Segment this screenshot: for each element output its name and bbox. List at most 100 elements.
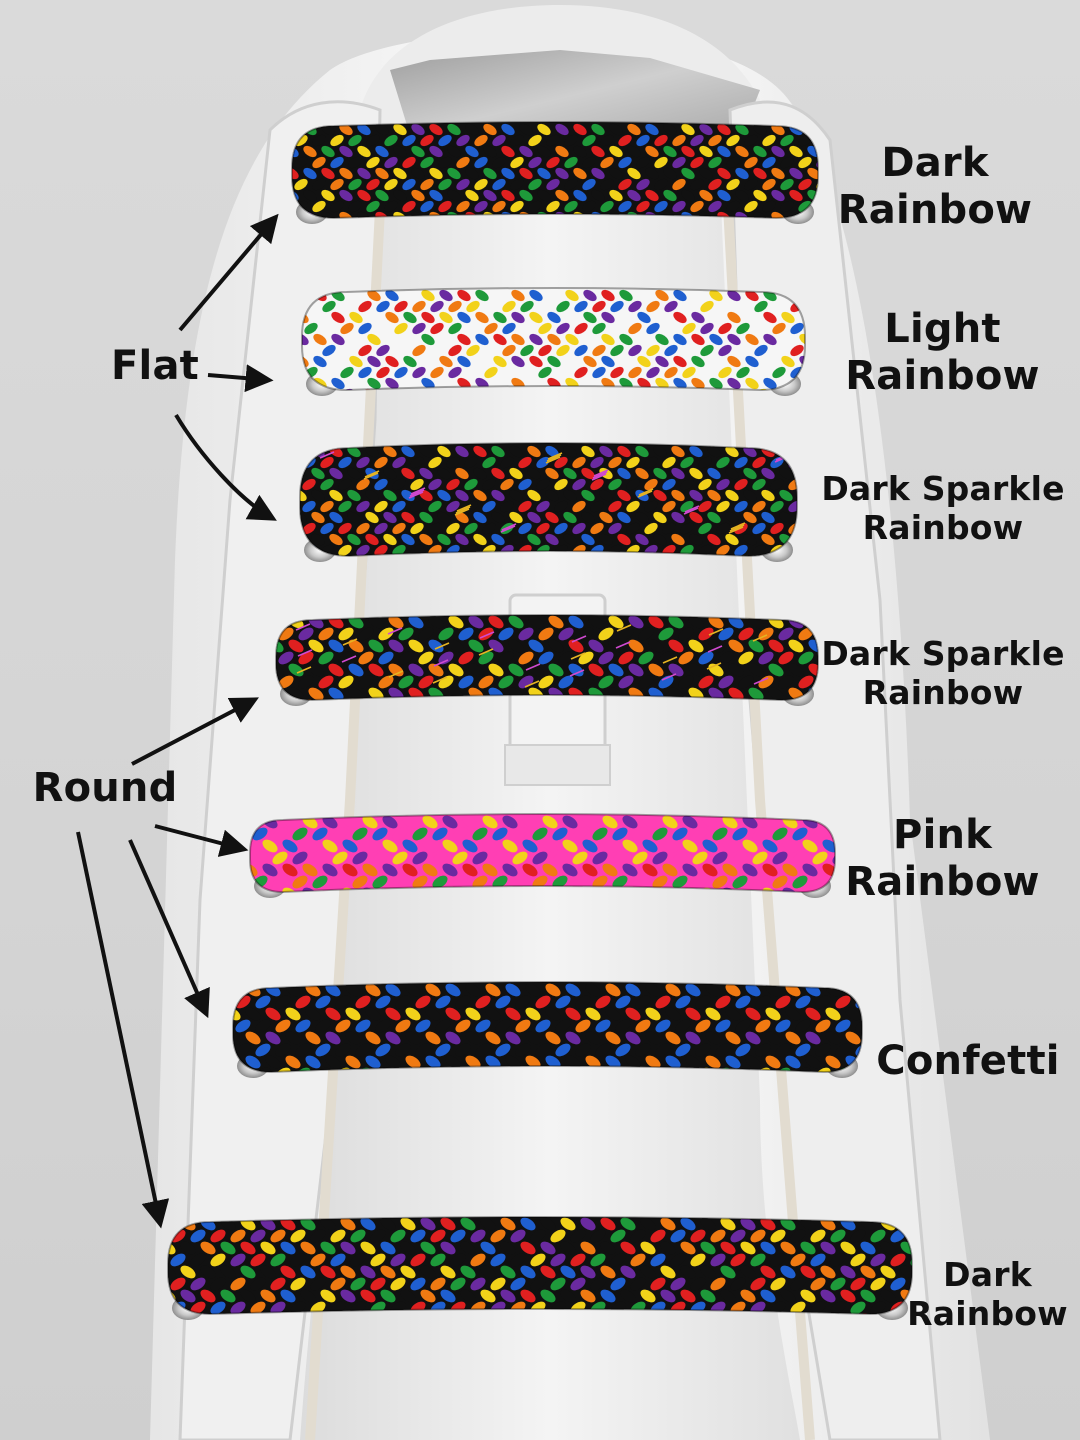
lace-6-weave-cell bbox=[415, 995, 431, 1009]
lace-6-weave-cell bbox=[255, 1019, 271, 1033]
lace-2-weave-cell bbox=[673, 333, 687, 346]
lace-2-weave-cell bbox=[691, 333, 705, 346]
lace-2-weave-cell bbox=[340, 344, 354, 357]
lace-5-weave-cell bbox=[552, 851, 568, 865]
lace-7-weave-cell bbox=[890, 1277, 906, 1291]
lace-7-weave-cell bbox=[430, 1229, 446, 1243]
lace-1-weave-cell bbox=[573, 189, 587, 202]
lace-1-weave-cell bbox=[645, 123, 659, 136]
lace-2-weave-cell bbox=[637, 311, 651, 324]
lace-2-weave-cell bbox=[619, 289, 633, 302]
lace-4-weave-cell bbox=[538, 627, 554, 641]
lace-1-weave-cell bbox=[564, 178, 578, 191]
lace-6-weave-cell bbox=[815, 1019, 831, 1033]
lace-6-weave-cell bbox=[505, 1055, 521, 1069]
lace-6-weave-cell bbox=[675, 1019, 691, 1033]
lace-4-weave-cell bbox=[358, 651, 374, 665]
lace-2-weave-cell bbox=[484, 322, 498, 335]
lace-2-weave-cell bbox=[673, 377, 687, 390]
lace-3-weave-cell bbox=[617, 445, 631, 458]
lace-3-weave-cell bbox=[338, 522, 352, 535]
lace-7-weave-cell bbox=[620, 1289, 636, 1303]
lace-4-sparkle-thread bbox=[752, 634, 768, 642]
lace-3-weave-cell bbox=[437, 489, 451, 502]
lace-1-weave-cell bbox=[555, 123, 569, 136]
lace-1-weave-cell bbox=[717, 189, 731, 202]
lace-5-weave-cell bbox=[422, 839, 438, 853]
lace-2-weave-cell bbox=[430, 300, 444, 313]
lace-3-weave-cell bbox=[527, 533, 541, 546]
lace-2-weave-cell bbox=[313, 355, 327, 368]
lace-7-weave-cell bbox=[710, 1253, 726, 1267]
lace-4-weave-cell bbox=[428, 663, 444, 677]
lace-1-weave-cell bbox=[357, 167, 371, 180]
lace-7-weave-cell bbox=[580, 1289, 596, 1303]
lace-1-weave-cell bbox=[348, 156, 362, 169]
lace-2-weave-cell bbox=[592, 366, 606, 379]
lace-1-weave-cell bbox=[798, 156, 812, 169]
lace-2-weave-cell bbox=[628, 322, 642, 335]
lace-1-weave-cell bbox=[789, 145, 803, 158]
lace-1-weave-cell bbox=[654, 134, 668, 147]
lace-6-weave-cell bbox=[285, 1007, 301, 1021]
lace-3-sparkle-thread bbox=[364, 470, 380, 478]
lace-7-weave-cell bbox=[180, 1289, 196, 1303]
lace-7-weave-cell bbox=[720, 1289, 736, 1303]
lace-3-weave-cell bbox=[383, 489, 397, 502]
lace-4-weave-cell bbox=[728, 663, 744, 677]
lace-1-weave-cell bbox=[384, 156, 398, 169]
lace-4-weave-cell bbox=[648, 639, 664, 653]
round-arrow-4 bbox=[76, 831, 170, 1229]
lace-5-weave-cell bbox=[292, 875, 308, 889]
lace-2-weave-cell bbox=[439, 377, 453, 390]
lace-1-weave-cell bbox=[762, 134, 776, 147]
lace-7-weave-cell bbox=[720, 1217, 736, 1231]
lace-2-weave-cell bbox=[781, 333, 795, 346]
lace-6-weave-cell bbox=[565, 1055, 581, 1069]
lace-7-weave-cell bbox=[290, 1253, 306, 1267]
lace-4-weave-cell bbox=[758, 675, 774, 689]
lace-5-weave-cell bbox=[342, 863, 358, 877]
lace-5-weave-cell bbox=[752, 827, 768, 841]
lace-4-sparkle-thread bbox=[434, 642, 450, 650]
lace-5-weave-cell bbox=[402, 863, 418, 877]
lace-5-weave-cell bbox=[642, 839, 658, 853]
lace-5-weave-cell bbox=[632, 851, 648, 865]
lace-6-weave-cell bbox=[525, 1031, 541, 1045]
lace-3-weave-cell bbox=[473, 489, 487, 502]
lace-2-weave-cell bbox=[619, 377, 633, 390]
lace-2-weave-cell bbox=[520, 366, 534, 379]
lace-7-weave-cell bbox=[390, 1253, 406, 1267]
lace-6-weave-cell bbox=[695, 995, 711, 1009]
lace-5-weave-cell bbox=[352, 851, 368, 865]
lace-3-weave-cell bbox=[473, 467, 487, 480]
lace-6-weave-cell bbox=[305, 1055, 321, 1069]
lace-label-7-line-1: Dark bbox=[943, 1255, 1032, 1294]
lace-3-weave-cell bbox=[662, 522, 676, 535]
lace-3-weave-cell bbox=[509, 489, 523, 502]
lace-7-weave-cell bbox=[860, 1241, 876, 1255]
lace-3-weave-cell bbox=[401, 445, 415, 458]
lace-7-weave-cell bbox=[490, 1277, 506, 1291]
lace-5-weave-cell bbox=[762, 839, 778, 853]
lace-7-weave-cell bbox=[740, 1265, 756, 1279]
lace-7-weave-cell bbox=[390, 1277, 406, 1291]
lace-1-weave-cell bbox=[393, 189, 407, 202]
lace-5-weave-cell bbox=[782, 863, 798, 877]
lace-2-weave-cell bbox=[727, 355, 741, 368]
lace-3-weave-cell bbox=[662, 456, 676, 469]
lace-5-weave-cell bbox=[312, 875, 328, 889]
lace-4-weave-cell bbox=[308, 639, 324, 653]
lace-2-weave-cell bbox=[628, 366, 642, 379]
lace-3-weave-cell bbox=[392, 500, 406, 513]
lace-3-weave-cell bbox=[572, 478, 586, 491]
lace-2-weave-cell bbox=[745, 289, 759, 302]
lace-2-weave-cell bbox=[520, 300, 534, 313]
lace-2-weave-cell bbox=[655, 377, 669, 390]
lace-6-weave-cell bbox=[795, 1019, 811, 1033]
lace-1-weave-cell bbox=[312, 178, 326, 191]
lace-3-weave-cell bbox=[455, 445, 469, 458]
lace-5-weave-cell bbox=[802, 839, 818, 853]
lace-7-weave-cell bbox=[310, 1277, 326, 1291]
lace-1-weave-cell bbox=[438, 134, 452, 147]
